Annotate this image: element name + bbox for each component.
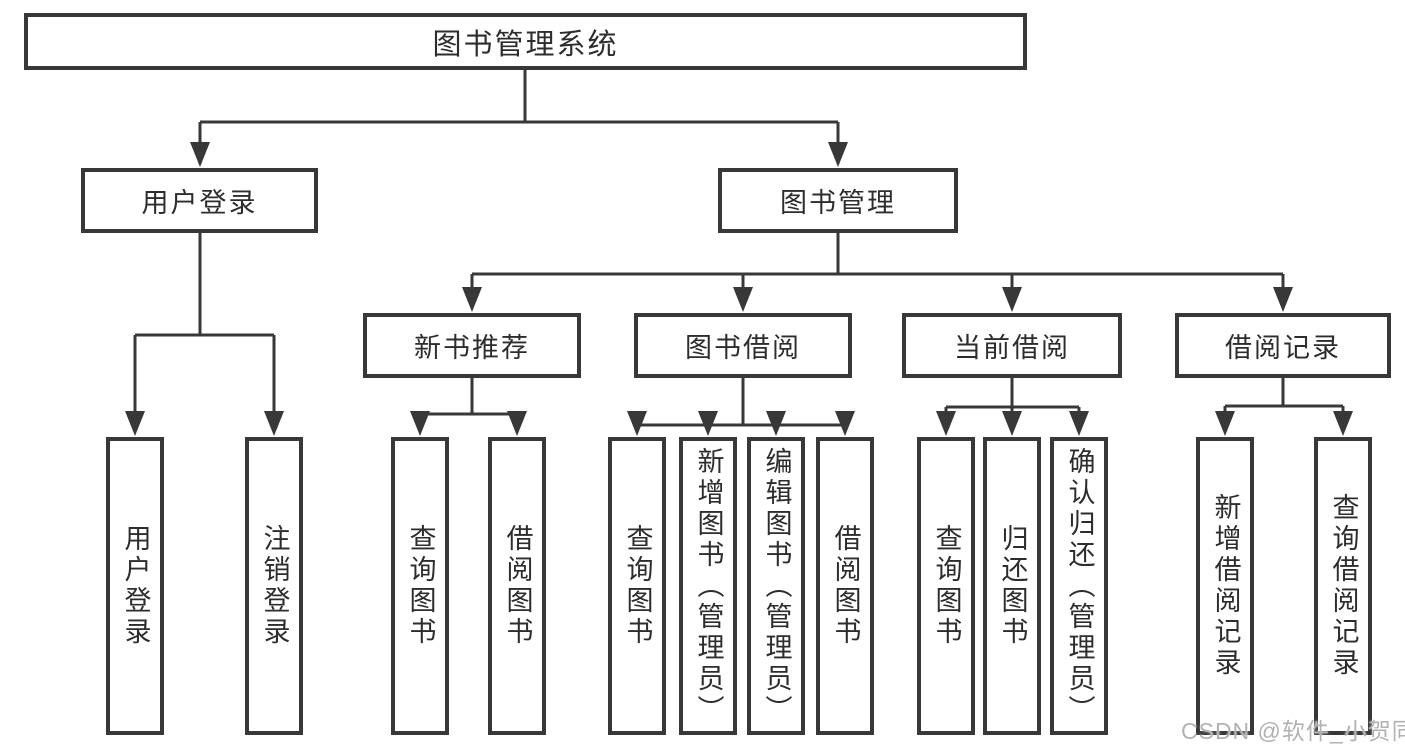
node-current-confirm-return-admin-label: 确认归还（管理员） [1064, 446, 1095, 726]
node-current-query-books-label: 查询图书 [931, 524, 962, 648]
node-leaf-user-login: 用户登录 [106, 437, 164, 735]
node-borrowing-query-books-label: 查询图书 [622, 524, 653, 648]
node-current-return-books: 归还图书 [983, 437, 1041, 735]
node-new-book-recommend: 新书推荐 [363, 313, 581, 378]
node-records-add-borrow-record-label: 新增借阅记录 [1210, 493, 1241, 679]
node-borrowing-borrow-books: 借阅图书 [816, 437, 874, 735]
node-current-borrowing: 当前借阅 [902, 313, 1122, 378]
node-book-management-label: 图书管理 [780, 188, 896, 218]
node-leaf-logout: 注销登录 [245, 437, 303, 735]
node-borrowing-edit-books-admin-label: 编辑图书（管理员） [761, 446, 792, 726]
node-leaf-logout-label: 注销登录 [259, 524, 290, 648]
node-recommend-query-books: 查询图书 [391, 437, 449, 735]
csdn-watermark: CSDN @软件_小贺同学 [1181, 718, 1405, 744]
node-borrowing-edit-books-admin: 编辑图书（管理员） [747, 437, 805, 735]
node-borrowing-add-books-admin-label: 新增图书（管理员） [693, 446, 724, 726]
node-book-borrowing-label: 图书借阅 [685, 333, 801, 363]
node-borrowing-records: 借阅记录 [1175, 313, 1391, 378]
node-book-management: 图书管理 [718, 168, 958, 233]
node-book-borrowing: 图书借阅 [634, 313, 852, 378]
node-user-login: 用户登录 [81, 168, 318, 233]
node-records-add-borrow-record: 新增借阅记录 [1196, 437, 1254, 735]
node-borrowing-query-books: 查询图书 [608, 437, 666, 735]
node-records-query-borrow-record-label: 查询借阅记录 [1328, 493, 1359, 679]
node-leaf-user-login-label: 用户登录 [120, 524, 151, 648]
node-borrowing-add-books-admin: 新增图书（管理员） [679, 437, 737, 735]
node-current-confirm-return-admin: 确认归还（管理员） [1050, 437, 1108, 735]
node-recommend-borrow-books-label: 借阅图书 [502, 524, 533, 648]
node-recommend-borrow-books: 借阅图书 [488, 437, 546, 735]
node-current-borrowing-label: 当前借阅 [954, 333, 1070, 363]
node-recommend-query-books-label: 查询图书 [405, 524, 436, 648]
node-new-book-recommend-label: 新书推荐 [414, 333, 530, 363]
node-borrowing-records-label: 借阅记录 [1225, 333, 1341, 363]
node-current-query-books: 查询图书 [917, 437, 975, 735]
node-root: 图书管理系统 [24, 13, 1027, 70]
node-root-label: 图书管理系统 [432, 28, 619, 61]
node-current-return-books-label: 归还图书 [997, 524, 1028, 648]
node-borrowing-borrow-books-label: 借阅图书 [830, 524, 861, 648]
node-user-login-label: 用户登录 [141, 188, 258, 218]
node-records-query-borrow-record: 查询借阅记录 [1314, 437, 1372, 735]
